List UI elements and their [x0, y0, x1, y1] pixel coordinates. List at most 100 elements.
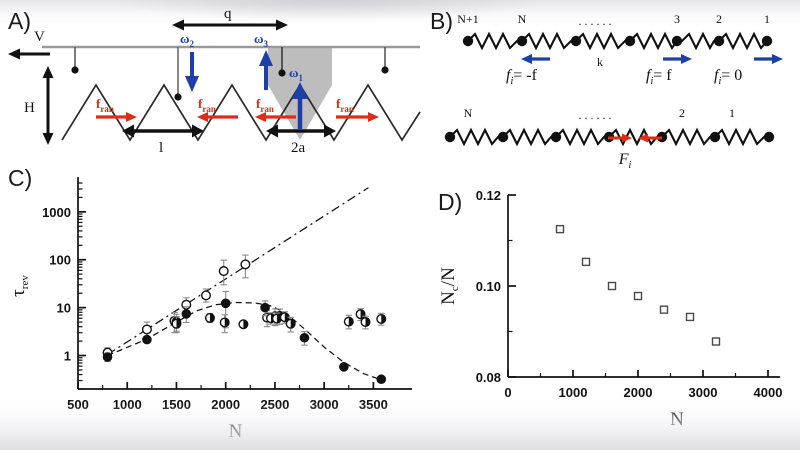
fran-label-3: fran: [256, 96, 274, 114]
x-tick-label: 1000: [559, 385, 588, 400]
x-tick-label: 1500: [162, 397, 191, 412]
velocity-label: V: [34, 29, 45, 45]
spring-constant-label: k: [597, 55, 603, 69]
marker-half-circle: [204, 312, 215, 323]
Fi-arrow-left: [638, 133, 662, 143]
omega1-arrow: [292, 82, 308, 130]
x-tick-label: 3000: [310, 397, 339, 412]
fran-arrow-1: [96, 112, 137, 122]
fran-label-4: fran: [336, 96, 354, 114]
force-eq-label-3: fi= 0: [714, 67, 742, 87]
marker-half-circle: [219, 317, 230, 328]
height-arrow: [42, 66, 54, 145]
top-chain-beads: [462, 35, 773, 47]
Fi-label: Fi: [618, 151, 632, 171]
marker-open-square: [607, 281, 617, 291]
panel-b: B) N+1 N . . . . . . 3 2 1: [420, 0, 800, 175]
l-arrow: [122, 124, 204, 138]
y-tick-label: 1000: [42, 205, 71, 220]
marker-open-square: [659, 305, 669, 314]
node-label-bottom-2: 2: [679, 106, 685, 120]
panel-c: C) 1 10 100 1000 500 1000 1500 2000 2500 3000 3500…: [0, 165, 420, 450]
x-tick-label: 2500: [260, 397, 289, 412]
panel-c-axes: [77, 177, 412, 390]
node-label-np1: N+1: [457, 12, 478, 26]
x-tick-label: 3500: [359, 397, 388, 412]
marker-open-circle: [240, 259, 251, 270]
force-eq-label-2: fi= f: [646, 67, 672, 87]
marker-filled-circle: [376, 374, 387, 385]
node-label-bottom-1: 1: [729, 106, 735, 120]
marker-filled-circle: [260, 302, 270, 313]
force-arrow-right-1: [663, 54, 692, 64]
panel-b-diagram: N+1 N . . . . . . 3 2 1 k: [444, 12, 783, 171]
omega2-arrow: [185, 52, 199, 92]
marker-half-circle: [279, 312, 290, 323]
y-tick-label: 100: [49, 253, 71, 268]
omega1-label: ω1: [289, 65, 304, 83]
y-tick-label: 0.10: [476, 279, 501, 294]
omega2-label: ω2: [180, 31, 195, 49]
x-tick-label: 4000: [754, 385, 783, 400]
sawtooth-profile: [61, 83, 421, 142]
marker-half-circle: [171, 318, 182, 329]
force-arrow-left: [521, 54, 550, 64]
fran-label-2: fran: [198, 96, 216, 114]
top-chain-node-labels: N+1 N . . . . . . 3 2 1: [457, 12, 770, 28]
x-tick-label: 500: [67, 397, 89, 412]
bottom-chain-node-labels: N . . . . . . 2 1: [464, 106, 735, 122]
y-tick-label: 10: [57, 301, 71, 316]
Fi-arrow-right: [608, 133, 632, 143]
x-axis-title: N: [670, 409, 684, 430]
marker-filled-circle: [102, 352, 113, 362]
force-arrow-right-2: [754, 54, 783, 64]
panel-c-letter: C): [8, 165, 33, 191]
panel-d-datapoints: [555, 224, 721, 346]
node-label-1: 1: [764, 12, 770, 26]
force-eq-label-1: fi= -f: [506, 67, 538, 87]
marker-open-circle: [218, 266, 229, 277]
panel-c-curves: [107, 187, 382, 381]
marker-open-square: [633, 291, 643, 301]
marker-open-square: [581, 257, 591, 267]
panel-a-diagram: V H: [8, 6, 421, 156]
omega3-arrow: [259, 50, 273, 90]
fran-arrow-2: [197, 112, 238, 122]
marker-filled-circle: [142, 334, 152, 345]
marker-half-circle: [271, 313, 282, 324]
velocity-arrow: [8, 48, 50, 60]
marker-open-square: [711, 337, 721, 346]
node-label-n: N: [518, 12, 527, 26]
y-axis-title: τrev: [8, 275, 31, 297]
marker-open-square: [685, 312, 695, 322]
marker-open-square: [555, 224, 565, 234]
q-arrow: [172, 19, 288, 31]
x-tick-label: 0: [504, 385, 511, 400]
marker-half-circle: [360, 317, 371, 328]
marker-filled-circle: [181, 309, 192, 319]
marker-half-circle: [238, 319, 249, 330]
x-tick-label: 2000: [211, 397, 240, 412]
marker-filled-circle: [220, 298, 231, 309]
x-tick-label: 3000: [689, 385, 718, 400]
height-label: H: [24, 100, 35, 116]
node-label-ellipsis: . . . . . .: [579, 14, 612, 28]
fran-arrow-4: [336, 112, 379, 122]
tether-group: [71, 47, 389, 101]
marker-half-circle: [355, 309, 366, 320]
y-tick-label: 1: [64, 349, 71, 364]
node-label-3: 3: [674, 12, 680, 26]
marker-half-circle: [343, 316, 354, 327]
y-axis-title: Nc/N: [438, 267, 461, 305]
x-tick-label: 2000: [624, 385, 653, 400]
twoa-label: 2a: [291, 140, 306, 156]
omega3-label: ω3: [254, 31, 269, 49]
x-tick-label: 1000: [113, 397, 142, 412]
marker-open-circle: [141, 324, 152, 335]
